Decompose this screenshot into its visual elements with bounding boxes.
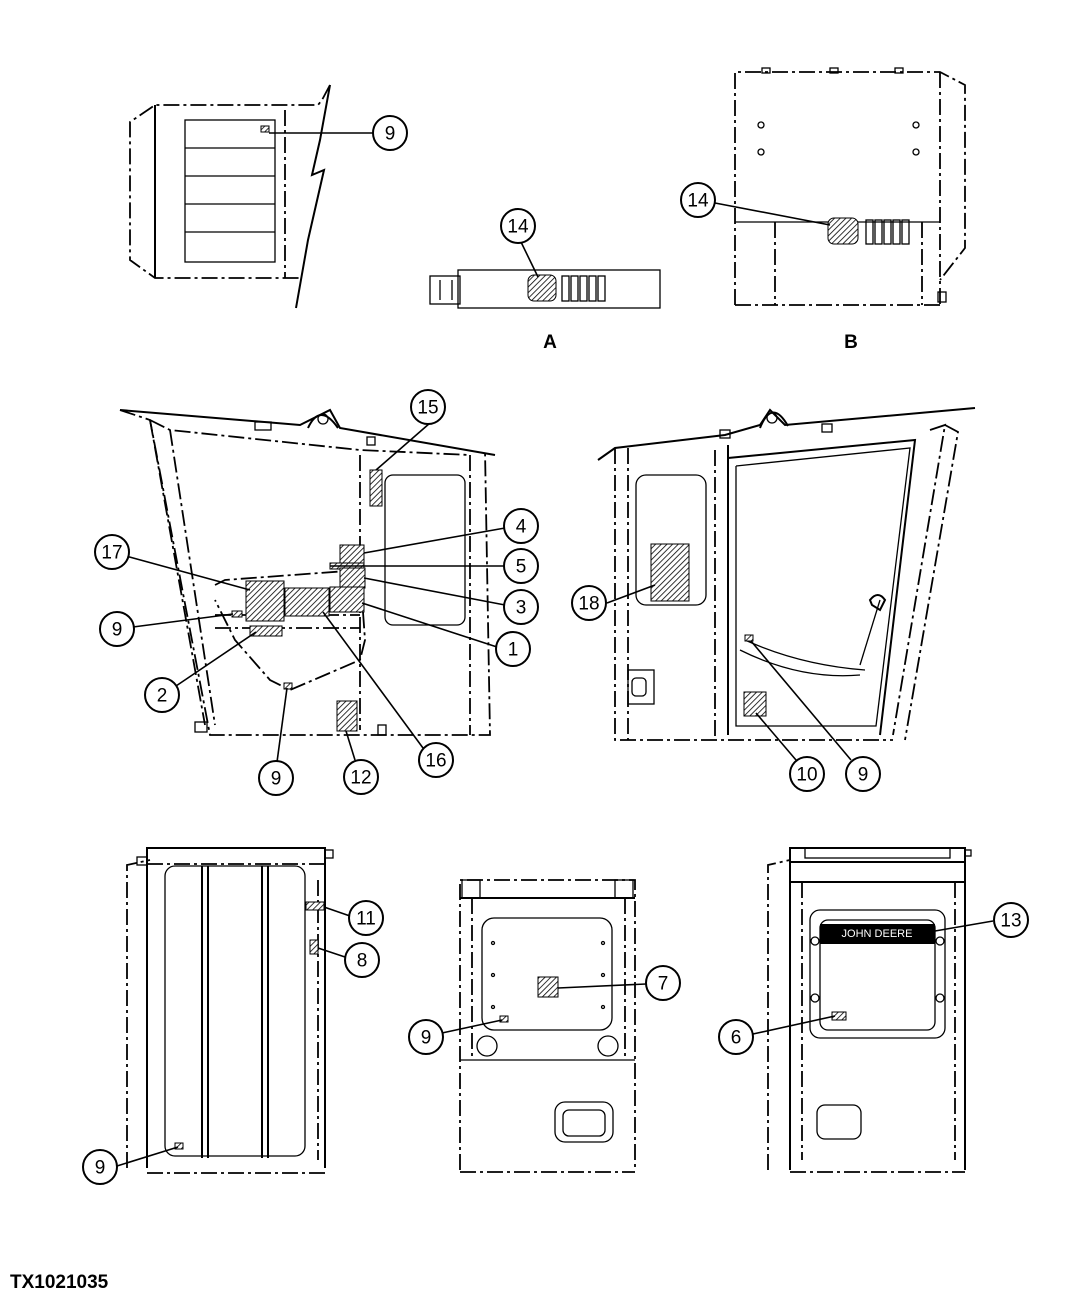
svg-text:5: 5	[516, 557, 527, 578]
callout-6: 6	[718, 1019, 754, 1055]
svg-text:9: 9	[112, 620, 123, 641]
svg-text:11: 11	[356, 909, 376, 930]
svg-text:9: 9	[421, 1028, 432, 1049]
callout-16: 16	[418, 742, 454, 778]
callout-17: 17	[94, 534, 130, 570]
callout-14-view-b: 14	[680, 182, 716, 218]
callout-9-left-side: 9	[99, 611, 135, 647]
svg-text:16: 16	[425, 751, 446, 772]
callout-10: 10	[789, 756, 825, 792]
figure-id: TX1021035	[10, 1272, 109, 1293]
cab-front-view	[116, 847, 351, 1174]
callout-9-rear: 9	[408, 1019, 444, 1055]
callout-8: 8	[344, 942, 380, 978]
callout-1: 1	[495, 631, 531, 667]
callout-9-front: 9	[82, 1149, 118, 1185]
callout-4: 4	[503, 508, 539, 544]
svg-text:9: 9	[858, 765, 869, 786]
svg-text:9: 9	[271, 769, 282, 790]
cab-left-side-view	[119, 408, 506, 763]
view-label-a: A	[543, 332, 557, 353]
svg-text:7: 7	[658, 974, 669, 995]
cab-rear-view	[441, 879, 647, 1173]
svg-text:10: 10	[796, 765, 817, 786]
view-b-sketch	[714, 67, 966, 306]
callout-11: 11	[348, 900, 384, 936]
roof-partial-view	[129, 84, 373, 309]
svg-text:14: 14	[687, 191, 709, 212]
callout-13: 13	[993, 902, 1029, 938]
view-a-sketch	[429, 241, 661, 309]
callout-3: 3	[503, 589, 539, 625]
svg-text:18: 18	[578, 594, 599, 615]
callout-12: 12	[343, 759, 379, 795]
callout-14-view-a: 14	[500, 208, 536, 244]
callout-18: 18	[571, 585, 607, 621]
svg-text:9: 9	[385, 124, 396, 145]
callout-9-roof: 9	[372, 115, 408, 151]
svg-text:3: 3	[516, 598, 527, 619]
svg-text:1: 1	[508, 640, 519, 661]
cab-rear-logo-view: JOHN DEERE	[752, 847, 994, 1173]
cab-right-side-view	[597, 407, 976, 761]
john-deere-decal-text: JOHN DEERE	[842, 928, 913, 940]
svg-text:6: 6	[731, 1028, 742, 1049]
svg-text:17: 17	[101, 543, 122, 564]
callout-9-right-side: 9	[845, 756, 881, 792]
callout-2: 2	[144, 677, 180, 713]
svg-text:15: 15	[417, 398, 438, 419]
svg-text:2: 2	[157, 686, 168, 707]
svg-text:9: 9	[95, 1158, 106, 1179]
view-label-b: B	[844, 332, 858, 353]
svg-text:14: 14	[507, 217, 529, 238]
svg-text:12: 12	[350, 768, 371, 789]
callout-7: 7	[645, 965, 681, 1001]
svg-text:8: 8	[357, 951, 368, 972]
svg-text:13: 13	[1000, 911, 1021, 932]
callout-15: 15	[410, 389, 446, 425]
callout-9-left-floor: 9	[258, 760, 294, 796]
callout-5: 5	[503, 548, 539, 584]
svg-text:4: 4	[516, 517, 527, 538]
